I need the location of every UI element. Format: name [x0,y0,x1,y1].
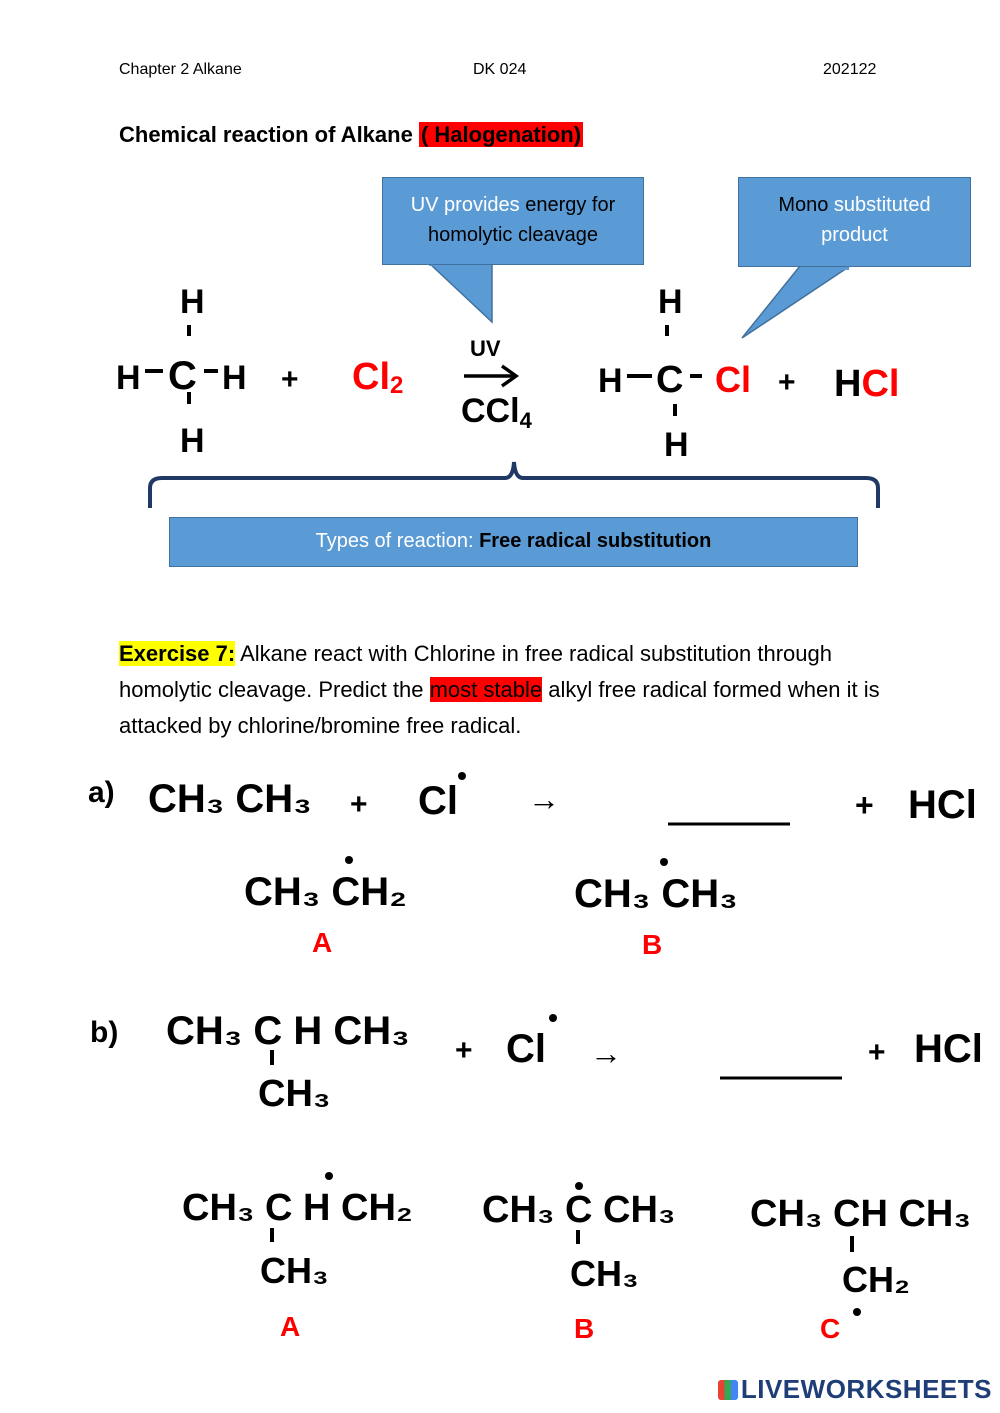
question-b-option-c-branch: CH₂ [842,1259,910,1300]
product-c: C [656,359,683,401]
halogenation-reaction: H H C H H + Cl2 UV CCl4 H H C Cl H + HCl [116,283,899,508]
question-a-plus: + [350,788,368,821]
product-cl: Cl [715,359,751,400]
question-a-option-b-letter: B [642,929,662,960]
methane-h-left: H [116,359,141,397]
reaction-type-box: Types of reaction: Free radical substitu… [169,517,858,567]
product-callout-part2: substituted [833,194,931,216]
question-b-option-b-branch: CH₃ [570,1253,639,1294]
arrow-condition-solvent: CCl4 [461,392,533,433]
liveworksheets-logo-icon [717,1380,738,1400]
question-a-arrow: → [528,781,560,817]
liveworksheets-logo-text: LIVEWORKSHEETS [740,1374,992,1404]
reaction-brace [148,461,880,508]
product-h-bottom: H [664,426,689,464]
uv-callout-part2: energy for [525,194,616,216]
exercise-paragraph: Exercise 7: Alkane react with Chlorine i… [119,636,919,744]
question-b-cl-radical: Cl [506,1027,546,1071]
chlorine-molecule: Cl2 [352,356,403,399]
methane-h-top: H [180,283,205,321]
uv-callout-part3: homolytic cleavage [427,224,599,246]
exercise-text-1: Alkane react with Chlorine in free radic… [119,641,832,702]
exercise-text-2: alkyl free radical formed when it is att… [119,677,880,738]
liveworksheets-logo: LIVEWORKSHEETS [717,1374,992,1405]
question-b-option-c-formula: CH₃ CH CH₃ [750,1193,971,1235]
methane-c: C [168,354,197,398]
question-b: b) CH₃ C H CH₃ CH₃ + Cl → + HCl CH₃ C H … [90,1009,983,1340]
product-callout-part1: Mono [778,194,829,216]
question-a-option-a-formula: CH₃ CH₂ [244,870,407,914]
question-b-option-b-formula: CH₃ C CH₃ [482,1189,675,1231]
uv-callout: UV provides energy for homolytic cleavag… [382,177,644,265]
question-b-arrow: → [590,1035,622,1071]
question-a-label: a) [88,776,115,809]
reaction-type-label: Types of reaction: [315,530,474,552]
reaction-type-value: Free radical substitution [479,530,712,552]
product-h-left: H [598,362,623,400]
uv-callout-part1: UV provides [410,194,520,216]
product-callout-part3: product [821,224,888,246]
title-main: Chemical reaction of Alkane [119,122,413,147]
question-a-product: HCl [908,783,977,827]
question-b-reactant-branch: CH₃ [258,1073,330,1115]
exercise-highlight: most stable [429,677,543,702]
question-a-plus2: + [855,787,874,823]
question-b-plus2: + [868,1036,886,1069]
question-b-product: HCl [914,1027,983,1071]
title-highlight: ( Halogenation) [418,122,584,147]
header-chapter: Chapter 2 Alkane [119,61,242,78]
question-a-reactant: CH₃ CH₃ [148,777,312,821]
question-b-option-a-branch: CH₃ [260,1250,329,1291]
question-b-reactant: CH₃ C H CH₃ [166,1009,410,1053]
question-b-label: b) [90,1016,118,1049]
question-a-cl-radical: Cl [418,779,458,823]
header-code: DK 024 [473,61,527,78]
question-b-option-a-letter: A [280,1311,300,1340]
question-a-option-a-letter: A [312,927,332,958]
question-b-option-c-letter: C [820,1313,840,1340]
question-b-plus: + [455,1034,473,1067]
methane-h-right: H [222,359,247,397]
methane-h-bottom: H [180,422,205,460]
question-b-option-a-formula: CH₃ C H CH₂ [182,1187,413,1229]
plus-1: + [281,363,299,396]
product-h-top: H [658,283,683,321]
header-session: 202122 [823,61,877,78]
question-a: a) CH₃ CH₃ + Cl → + HCl CH₃ CH₂ A CH₃ CH… [88,772,977,960]
plus-2: + [778,366,796,399]
question-a-option-b-formula: CH₃ CH₃ [574,872,738,916]
page-title: Chemical reaction of Alkane ( Halogenati… [119,122,584,148]
question-b-option-b-letter: B [574,1313,594,1340]
exercise-label: Exercise 7: [119,641,236,666]
hcl-product: HCl [834,363,899,405]
product-callout: Mono substituted product [738,177,971,267]
arrow-condition-uv: UV [470,336,501,361]
